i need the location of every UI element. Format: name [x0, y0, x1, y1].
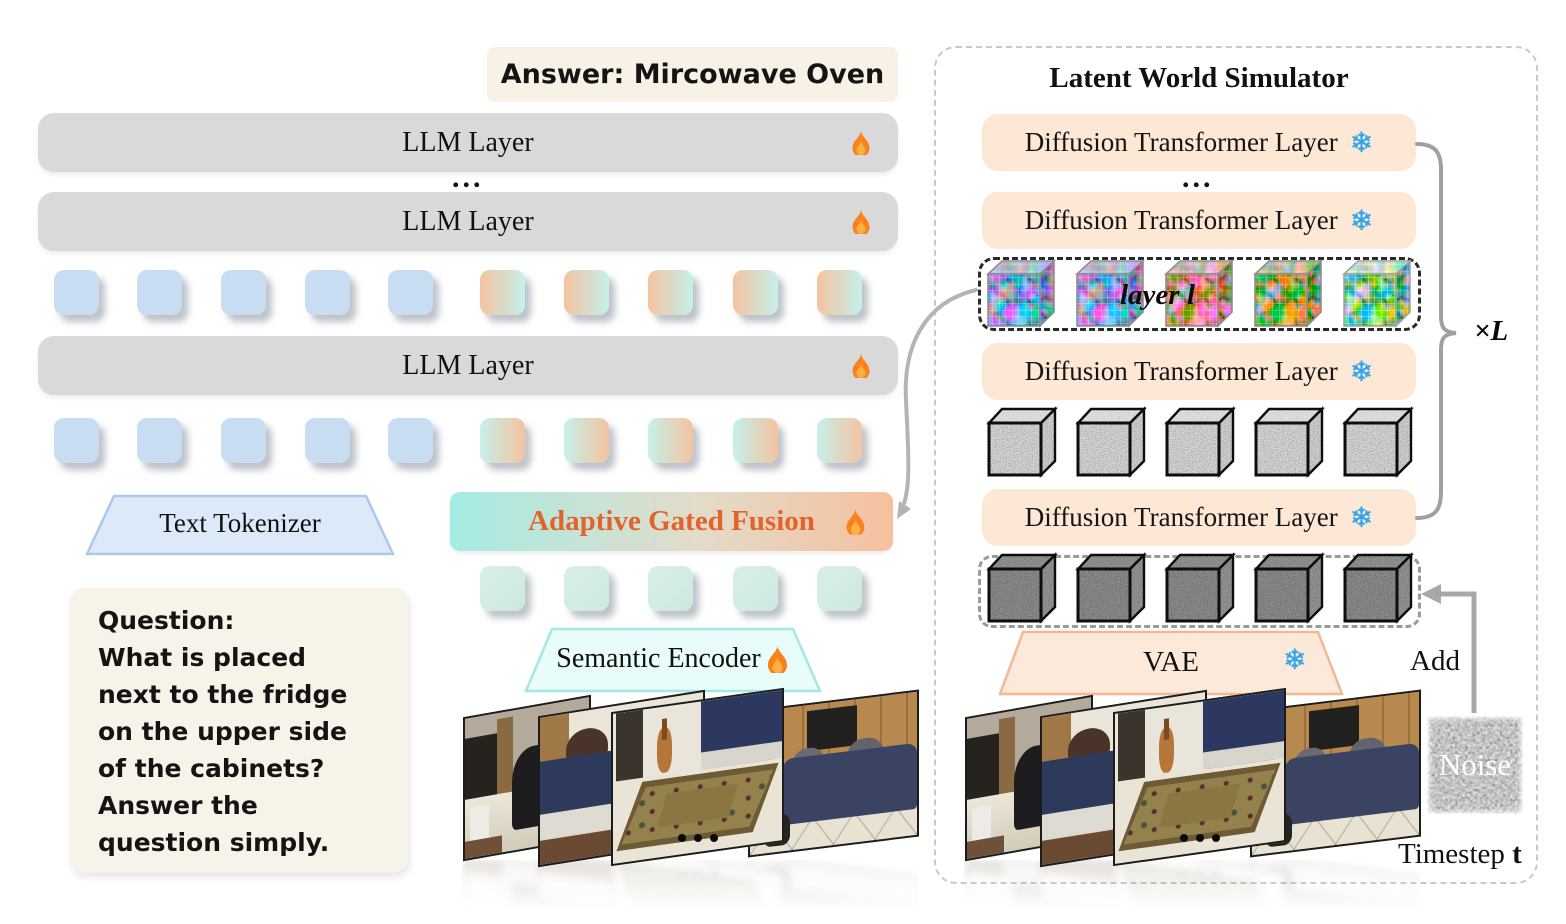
noise-box: Noise	[1428, 717, 1522, 813]
photo-reflection	[462, 860, 918, 922]
fused-token	[648, 418, 693, 463]
semantic-encoder-label: Semantic Encoder	[556, 643, 761, 674]
noised-latent-cube	[1164, 406, 1236, 478]
fire-icon	[846, 509, 865, 534]
llm-layer-label: LLM Layer	[402, 349, 534, 381]
dit-layer-label: Diffusion Transformer Layer	[1024, 356, 1338, 386]
add-label: Add	[1410, 645, 1460, 677]
noised-latent-cube	[1075, 406, 1147, 478]
llm-layer-bar-bottom: LLM Layer	[38, 336, 898, 395]
question-line: What is placed	[98, 643, 307, 672]
fire-icon	[852, 353, 870, 378]
llm-layer-label: LLM Layer	[402, 205, 534, 237]
fused-token	[564, 418, 609, 463]
video-frames	[964, 687, 1421, 868]
latent-voxel	[1253, 258, 1325, 330]
text-token	[305, 418, 350, 463]
fused-token	[817, 270, 862, 315]
visual-token	[564, 566, 609, 611]
question-line: on the upper side	[98, 717, 347, 746]
timestep-label: Timestep t	[1398, 838, 1522, 870]
snowflake-icon: ❄	[1349, 203, 1374, 237]
noise-cube	[1164, 552, 1236, 624]
fused-token	[817, 418, 862, 463]
text-token	[221, 270, 266, 315]
text-token	[388, 270, 433, 315]
photo-frame-rug	[611, 860, 784, 922]
visual-token	[733, 566, 778, 611]
dit-layer-bar-4: Diffusion Transformer Layer ❄	[982, 489, 1416, 546]
text-token	[305, 270, 350, 315]
snowflake-icon: ❄	[1349, 354, 1374, 388]
fire-icon	[852, 130, 870, 155]
text-token	[54, 270, 99, 315]
fire-icon	[767, 645, 787, 673]
video-frames	[462, 687, 919, 868]
question-line: of the cabinets?	[98, 754, 325, 783]
noise-cube	[1253, 552, 1325, 624]
latent-voxel	[986, 258, 1058, 330]
dit-layer-bar-2: Diffusion Transformer Layer ❄	[982, 192, 1416, 249]
photo-reflection	[964, 860, 1420, 922]
snowflake-icon: ❄	[1349, 500, 1374, 534]
dit-layer-label: Diffusion Transformer Layer	[1024, 502, 1338, 532]
noised-latent-cube	[1342, 406, 1414, 478]
answer-label: Answer: Mircowave Oven	[500, 59, 885, 90]
text-token	[54, 418, 99, 463]
llm-layer-bar-mid: LLM Layer	[38, 192, 898, 251]
text-token	[388, 418, 433, 463]
visual-token	[817, 566, 862, 611]
llm-ellipsis: ...	[452, 161, 484, 194]
photo-frame-rug	[1113, 860, 1286, 922]
fused-token	[733, 418, 778, 463]
visual-token	[480, 566, 525, 611]
noised-latent-cube	[986, 406, 1058, 478]
dit-layer-bar-1: Diffusion Transformer Layer ❄	[982, 114, 1416, 171]
visual-token	[648, 566, 693, 611]
text-token	[221, 418, 266, 463]
question-title: Question:	[98, 606, 235, 635]
noise-label: Noise	[1438, 747, 1512, 782]
fused-token	[480, 270, 525, 315]
dit-layer-label: Diffusion Transformer Layer	[1024, 127, 1338, 157]
noised-latent-cube	[1253, 406, 1325, 478]
fused-token	[480, 418, 525, 463]
simulator-title: Latent World Simulator	[1049, 62, 1349, 94]
text-tokenizer-trapezoid	[85, 494, 395, 556]
fusion-label: Adaptive Gated Fusion	[528, 505, 815, 537]
vae-label: VAE	[1143, 645, 1199, 678]
semantic-encoder-row: Semantic Encoder	[519, 627, 827, 691]
fused-token	[648, 270, 693, 315]
text-token	[137, 418, 182, 463]
text-token	[137, 270, 182, 315]
question-line: Answer the	[98, 791, 258, 820]
dit-layer-bar-3: Diffusion Transformer Layer ❄	[982, 343, 1416, 400]
fire-icon	[852, 209, 870, 234]
snowflake-icon: ❄	[1283, 643, 1307, 676]
vae-trapezoid	[998, 630, 1344, 696]
noise-cube	[1342, 552, 1414, 624]
adaptive-gated-fusion-box: Adaptive Gated Fusion	[450, 492, 893, 551]
llm-layer-label: LLM Layer	[402, 126, 534, 158]
question-line: question simply.	[98, 828, 330, 857]
repeat-label: ×L	[1474, 315, 1509, 347]
answer-box: Answer: Mircowave Oven	[487, 47, 898, 102]
noise-cube	[1075, 552, 1147, 624]
llm-layer-bar-top: LLM Layer	[38, 113, 898, 172]
fused-token	[564, 270, 609, 315]
snowflake-icon: ❄	[1349, 125, 1374, 159]
question-line: next to the fridge	[98, 680, 348, 709]
text-tokenizer-label: Text Tokenizer	[159, 507, 321, 538]
question-box: Question: What is placed next to the fri…	[70, 588, 408, 873]
dit-ellipsis: ...	[1182, 161, 1214, 194]
latent-voxel	[1342, 258, 1414, 330]
semantic-encoder-trapezoid	[524, 627, 822, 693]
layer-tag: layer l	[1120, 279, 1195, 311]
fused-token	[733, 270, 778, 315]
noise-cube	[986, 552, 1058, 624]
dit-layer-label: Diffusion Transformer Layer	[1024, 205, 1338, 235]
